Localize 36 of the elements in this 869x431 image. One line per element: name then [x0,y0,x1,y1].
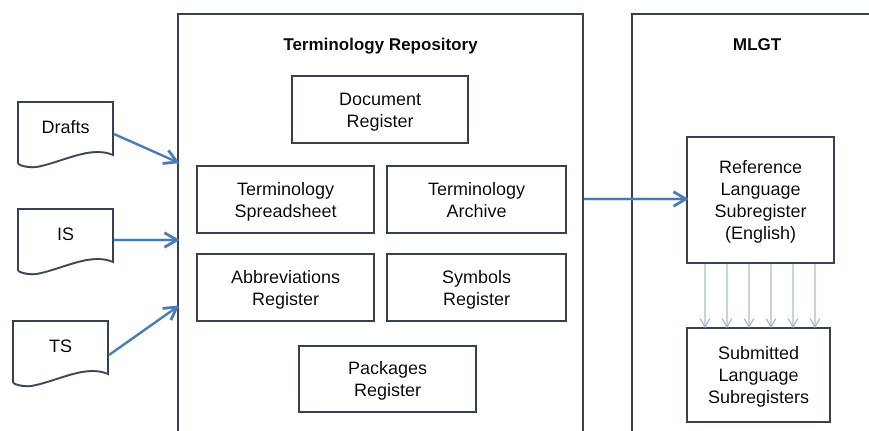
panel-heading: MLGT [732,35,782,55]
node-label: Symbols Register [440,266,512,310]
node-label: Document Register [338,88,422,132]
node-label: Drafts [41,116,90,138]
process-box [196,253,375,322]
process-box [686,327,831,423]
arrow [584,190,688,208]
arrow [700,264,710,328]
process-box [386,253,567,322]
node-label: Submitted Language Subregisters [706,342,810,408]
arrow [114,231,178,249]
panel-heading: Terminology Repository [282,35,479,55]
node-label: Terminology Archive [426,178,526,222]
document-shape [12,320,109,386]
process-box [298,345,477,413]
node-label: Terminology Spreadsheet [233,178,338,222]
node-label: Reference Language Subregister (English) [713,156,808,244]
arrow [788,264,798,328]
document-shape [17,101,114,167]
process-box [686,136,835,264]
arrow [108,306,178,356]
process-box [291,75,469,144]
node-label: Abbreviations Register [230,266,342,310]
container-panel [631,13,869,431]
process-box [386,165,567,234]
arrow [766,264,776,328]
node-label: IS [56,223,74,245]
node-label: TS [48,335,72,357]
arrow [744,264,754,328]
document-shape [17,208,114,274]
process-box [196,165,375,234]
arrow [810,264,820,328]
container-panel [177,13,584,431]
node-label: Packages Register [346,357,428,401]
arrow [114,132,178,165]
arrow [722,264,732,328]
